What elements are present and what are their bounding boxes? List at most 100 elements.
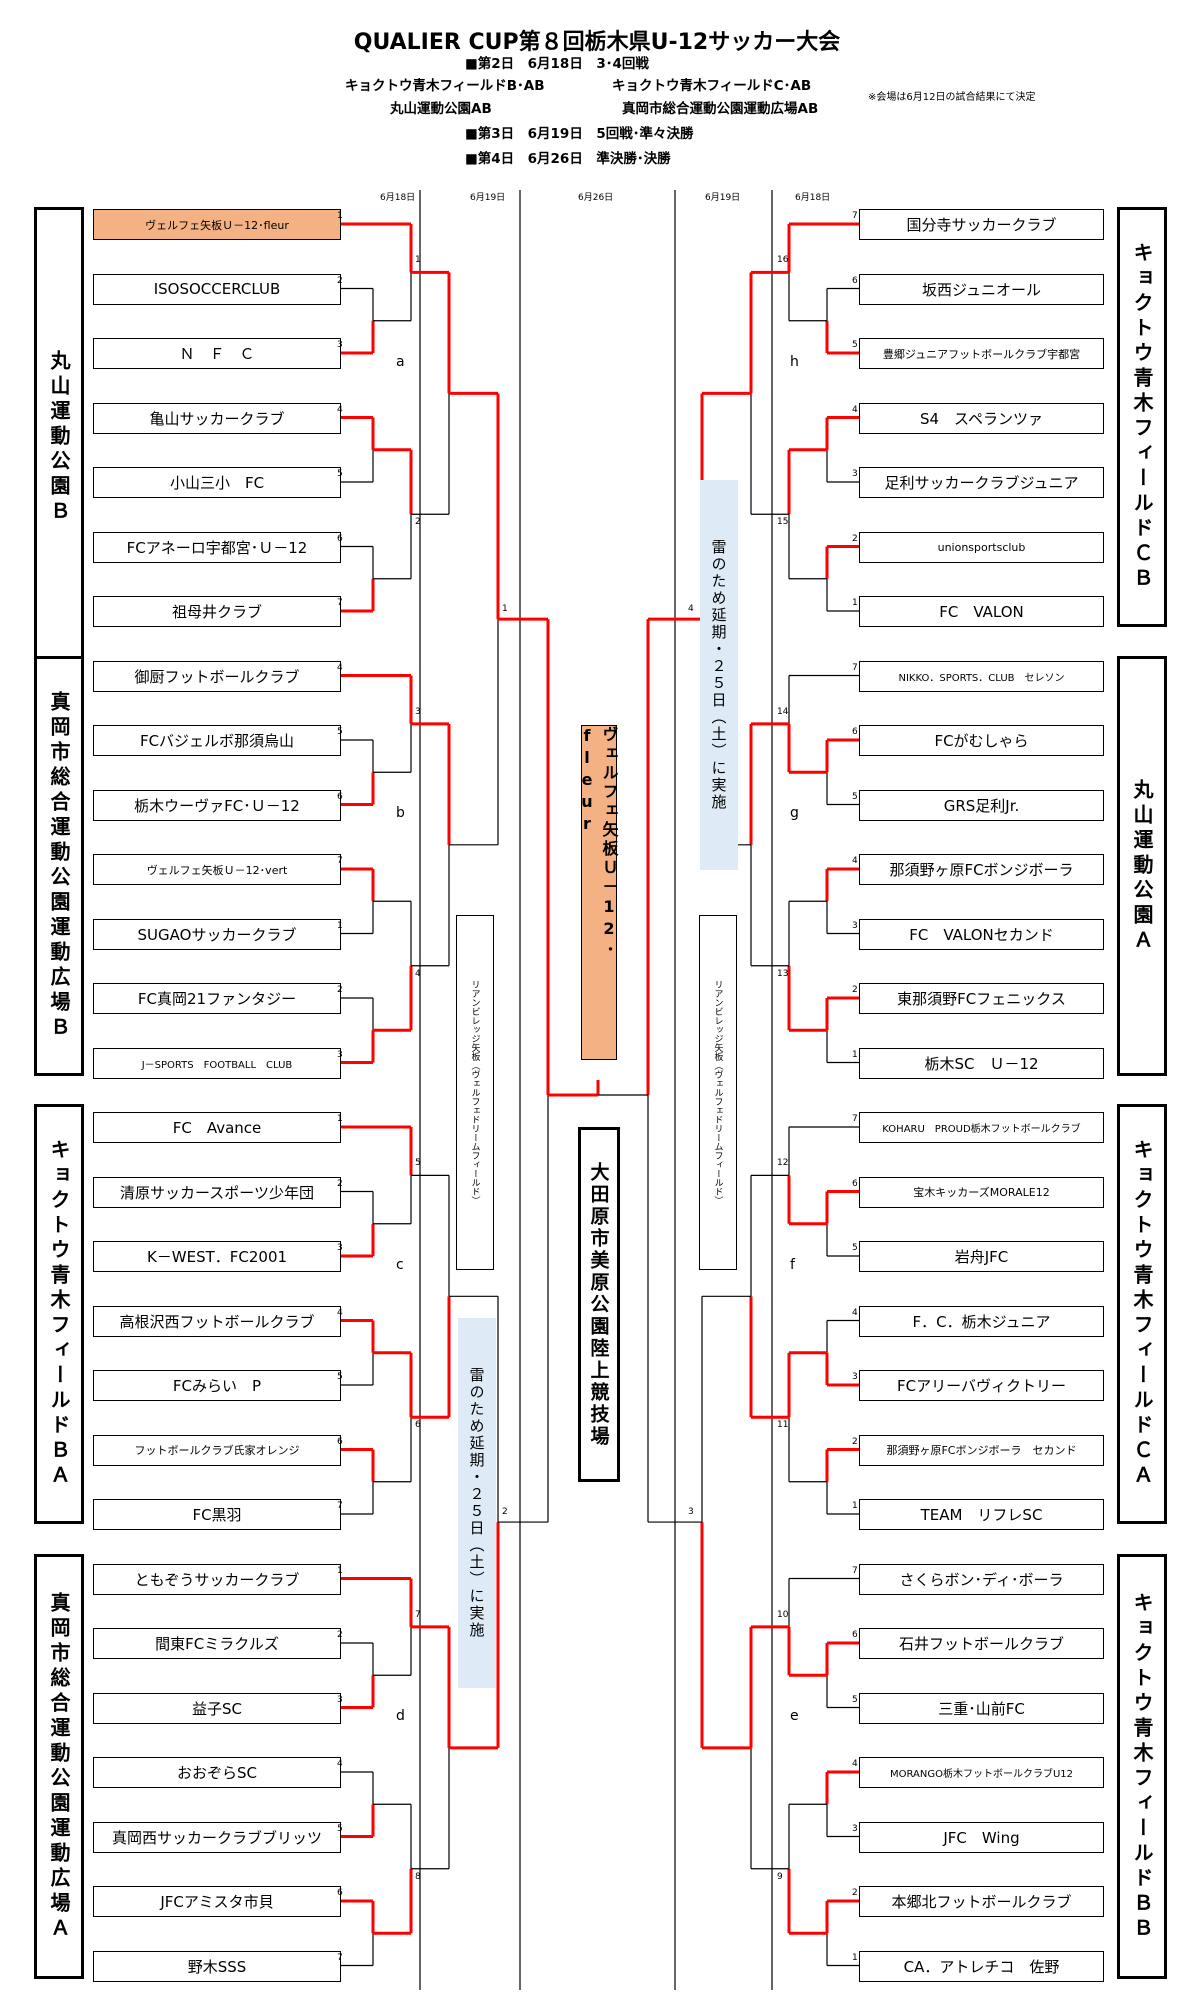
round-number: 4 bbox=[415, 968, 421, 979]
group-label: e bbox=[790, 1708, 799, 1724]
team-box[interactable]: FCみらい P bbox=[93, 1370, 341, 1401]
venue-right-2: 真岡市総合運動公園運動広場AB bbox=[622, 101, 819, 117]
seed-number: 6 bbox=[852, 1630, 858, 1640]
seed-number: 6 bbox=[852, 275, 858, 286]
team-box[interactable]: 間東FCミラクルズ bbox=[93, 1628, 341, 1659]
team-box[interactable]: 亀山サッカークラブ bbox=[93, 402, 341, 434]
team-box[interactable]: さくらボン･ディ･ボーラ bbox=[859, 1563, 1104, 1595]
team-box[interactable]: KOHARU PROUD栃木フットボールクラブ bbox=[859, 1112, 1104, 1143]
team-box[interactable]: F．C．栃木ジュニア bbox=[859, 1305, 1104, 1337]
schedule-day2: ■第2日 6月18日 3･4回戦 bbox=[465, 56, 649, 72]
team-box[interactable]: 栃木ウーヴァFC･Ｕ－12 bbox=[93, 789, 341, 821]
team-box[interactable]: 高根沢西フットボールクラブ bbox=[93, 1305, 341, 1337]
seed-number: 3 bbox=[337, 1243, 343, 1253]
team-box[interactable]: ヴェルフェ矢板Ｕ－12･vert bbox=[93, 854, 341, 885]
team-box[interactable]: 野木SSS bbox=[93, 1950, 341, 1982]
team-box[interactable]: CA．アトレチコ 佐野 bbox=[859, 1950, 1104, 1982]
seed-number: 4 bbox=[337, 1759, 343, 1769]
team-box[interactable]: 石井フットボールクラブ bbox=[859, 1628, 1104, 1659]
seed-number: 5 bbox=[337, 469, 343, 479]
date-label: 6月18日 bbox=[795, 193, 831, 203]
team-box[interactable]: 坂西ジュニオール bbox=[859, 273, 1104, 305]
team-box[interactable]: 本郷北フットボールクラブ bbox=[859, 1886, 1104, 1917]
round-number: 3 bbox=[415, 706, 421, 717]
seed-number: 6 bbox=[852, 1178, 858, 1189]
seed-number: 6 bbox=[337, 791, 343, 802]
team-box[interactable]: JFCアミスタ市貝 bbox=[93, 1886, 341, 1917]
team-box[interactable]: 足利サッカークラブジュニア bbox=[859, 467, 1104, 498]
team-box[interactable]: 三重･山前FC bbox=[859, 1692, 1104, 1724]
seed-number: 3 bbox=[852, 1372, 858, 1382]
seed-number: 6 bbox=[337, 533, 343, 544]
team-box[interactable]: J－SPORTS FOOTBALL CLUB bbox=[93, 1047, 341, 1079]
team-box[interactable]: 真岡西サッカークラブブリッツ bbox=[93, 1821, 341, 1853]
team-box[interactable]: FC VALON bbox=[859, 596, 1104, 627]
team-box[interactable]: FCがむしゃら bbox=[859, 725, 1104, 756]
round-number: 7 bbox=[415, 1609, 421, 1620]
team-box[interactable]: NIKKO．SPORTS．CLUB セレソン bbox=[859, 660, 1104, 692]
team-box[interactable]: Ｎ Ｆ Ｃ bbox=[93, 338, 341, 369]
seed-number: 5 bbox=[852, 340, 858, 350]
seed-number: 7 bbox=[852, 662, 858, 673]
venue-box: キョクトウ青木フィールドＢＢ bbox=[1117, 1554, 1167, 1979]
team-box[interactable]: JFC Wing bbox=[859, 1821, 1104, 1853]
round-number: 9 bbox=[777, 1871, 783, 1882]
seed-number: 1 bbox=[852, 1049, 858, 1060]
seed-number: 4 bbox=[852, 1307, 858, 1318]
seed-number: 6 bbox=[337, 1888, 343, 1898]
seed-number: 4 bbox=[852, 404, 858, 415]
team-box[interactable]: FC真岡21ファンタジー bbox=[93, 983, 341, 1014]
seed-number: 7 bbox=[852, 211, 858, 221]
team-box[interactable]: 益子SC bbox=[93, 1692, 341, 1724]
team-box[interactable]: 岩舟JFC bbox=[859, 1241, 1104, 1272]
round-number: 6 bbox=[415, 1420, 421, 1431]
team-box[interactable]: FC黒羽 bbox=[93, 1499, 341, 1530]
seed-number: 4 bbox=[337, 1307, 343, 1318]
venue-box: 真岡市総合運動公園運動広場Ａ bbox=[34, 1554, 84, 1979]
round-number: 2 bbox=[502, 1507, 508, 1518]
seed-number: 4 bbox=[337, 404, 343, 415]
group-label: f bbox=[790, 1256, 795, 1273]
venue-box: 真岡市総合運動公園運動広場Ｂ bbox=[34, 656, 84, 1076]
team-box[interactable]: フットボールクラブ氏家オレンジ bbox=[93, 1434, 341, 1466]
venue-left-1: キョクトウ青木フィールドB･AB bbox=[345, 78, 545, 94]
seed-number: 2 bbox=[852, 985, 858, 995]
round-number: 3 bbox=[688, 1507, 694, 1518]
team-box[interactable]: 祖母井クラブ bbox=[93, 596, 341, 627]
team-box[interactable]: 御厨フットボールクラブ bbox=[93, 660, 341, 692]
team-box[interactable]: ISOSOCCERCLUB bbox=[93, 273, 341, 305]
team-box[interactable]: TEAM リフレSC bbox=[859, 1499, 1104, 1530]
team-box[interactable]: 東那須野FCフェニックス bbox=[859, 983, 1104, 1014]
team-box[interactable]: MORANGO栃木フットボールクラブU12 bbox=[859, 1757, 1104, 1788]
round-number: 4 bbox=[688, 604, 694, 615]
team-box[interactable]: 宝木キッカーズMORALE12 bbox=[859, 1176, 1104, 1208]
team-box[interactable]: 栃木SC Ｕ－12 bbox=[859, 1047, 1104, 1079]
team-box[interactable]: ともぞうサッカークラブ bbox=[93, 1563, 341, 1595]
team-box[interactable]: FC Avance bbox=[93, 1112, 341, 1143]
team-box[interactable]: unionsportsclub bbox=[859, 531, 1104, 563]
team-box[interactable]: 那須野ヶ原FCボンジボーラ セカンド bbox=[859, 1434, 1104, 1466]
team-box[interactable]: 国分寺サッカークラブ bbox=[859, 209, 1104, 240]
team-box[interactable]: FCアネーロ宇都宮･Ｕ－12 bbox=[93, 531, 341, 563]
team-box[interactable]: S4 スペランツァ bbox=[859, 402, 1104, 434]
team-box[interactable]: おおぞらSC bbox=[93, 1757, 341, 1788]
team-box[interactable]: 小山三小 FC bbox=[93, 467, 341, 498]
team-box[interactable]: SUGAOサッカークラブ bbox=[93, 918, 341, 950]
team-box[interactable]: ヴェルフェ矢板Ｕ－12･fleur bbox=[93, 209, 341, 240]
venue-box: キョクトウ青木フィールドＢＡ bbox=[34, 1104, 84, 1524]
round-number: 13 bbox=[777, 968, 789, 979]
team-box[interactable]: 那須野ヶ原FCボンジボーラ bbox=[859, 854, 1104, 885]
seed-number: 3 bbox=[852, 920, 858, 931]
round-number: 8 bbox=[415, 1871, 421, 1882]
team-box[interactable]: FCバジェルボ那須烏山 bbox=[93, 725, 341, 756]
date-label: 6月26日 bbox=[578, 193, 614, 203]
team-box[interactable]: GRS足利Jr. bbox=[859, 789, 1104, 821]
team-box[interactable]: K－WEST．FC2001 bbox=[93, 1241, 341, 1272]
round-number: 14 bbox=[777, 706, 789, 717]
qf-venue: リアンビレッジ矢板（ヴェルフェドリームフィールド） bbox=[456, 915, 494, 1270]
round-number: 11 bbox=[777, 1420, 789, 1431]
team-box[interactable]: FC VALONセカンド bbox=[859, 918, 1104, 950]
team-box[interactable]: 豊郷ジュニアフットボールクラブ宇都宮 bbox=[859, 338, 1104, 369]
team-box[interactable]: FCアリーバヴィクトリー bbox=[859, 1370, 1104, 1401]
team-box[interactable]: 清原サッカースポーツ少年団 bbox=[93, 1176, 341, 1208]
